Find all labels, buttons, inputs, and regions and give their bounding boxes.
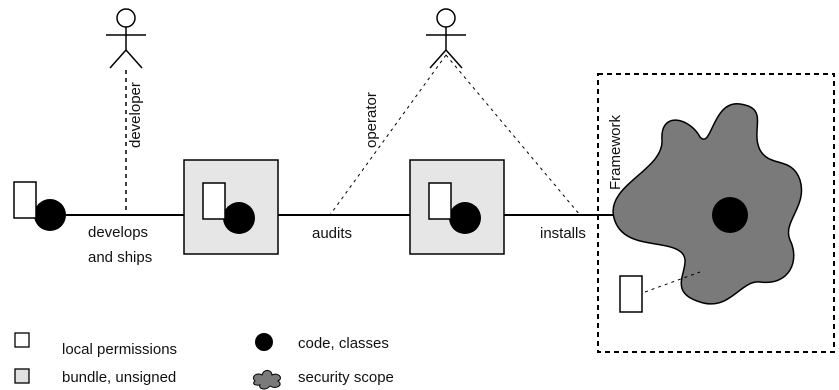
legend-permission-icon	[14, 332, 30, 348]
operator-actor: operator	[329, 8, 581, 216]
operator-head	[436, 8, 456, 28]
installs-label: installs	[540, 225, 586, 242]
bundle-audited	[409, 159, 505, 255]
permission-doc	[13, 181, 37, 219]
security-scope-blob	[612, 103, 803, 305]
developer-label: developer	[127, 82, 144, 148]
framework-code-circle	[712, 197, 748, 233]
permission-link-dashed	[644, 271, 701, 293]
framework-permission-doc	[619, 275, 643, 313]
legend: local permissions bundle, unsigned code,…	[14, 332, 394, 390]
and-ships-label: and ships	[88, 249, 152, 266]
legend-scope-icon	[252, 370, 281, 390]
developer-head	[116, 8, 136, 28]
legend-bundle-icon	[14, 368, 30, 384]
legend-security-scope: security scope	[298, 369, 394, 386]
source-code-item	[13, 181, 66, 231]
legend-local-permissions: local permissions	[62, 341, 177, 358]
bundle-developed	[183, 159, 279, 255]
permission-doc	[428, 182, 452, 220]
code-circle	[449, 202, 481, 234]
code-circle	[223, 202, 255, 234]
legend-code-classes: code, classes	[298, 335, 389, 352]
legend-bundle-unsigned: bundle, unsigned	[62, 369, 176, 386]
developer-actor: developer	[106, 8, 146, 215]
code-circle	[34, 199, 66, 231]
operator-label: operator	[363, 92, 380, 148]
legend-code-icon	[255, 333, 273, 351]
framework-boundary	[597, 73, 835, 353]
operator-dashed-line-left	[329, 54, 447, 216]
framework-label: Framework	[607, 114, 624, 190]
audits-label: audits	[312, 225, 352, 242]
permission-doc	[202, 182, 226, 220]
develops-label: develops	[88, 224, 148, 241]
